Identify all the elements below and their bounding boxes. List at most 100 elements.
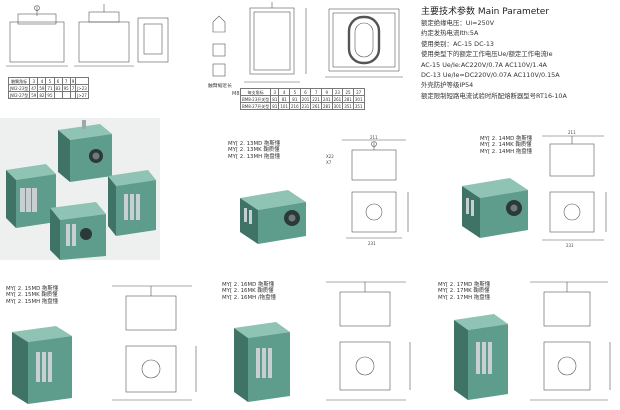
table-cell: 6: [299, 88, 312, 96]
table-cell: 281: [320, 102, 333, 110]
table-cell: 216: [289, 102, 301, 110]
table-cell: 231: [299, 102, 312, 110]
table-cell: 71: [45, 84, 55, 92]
dim-top: 211: [568, 130, 576, 135]
table-cell: 81: [278, 95, 290, 103]
product-photo-17: [448, 310, 520, 402]
model-list-14: MY[ 2. 14MD 拖斯懂 MY[ 2. 14MK 鞠质懂 MY[ 2. 1…: [480, 136, 532, 155]
drawing-17: [520, 272, 618, 406]
table-cell: 281: [342, 95, 354, 103]
top-left-drawing: [4, 4, 194, 79]
dim-side: X22: [326, 154, 334, 159]
table-cell: 83: [53, 84, 63, 92]
parameters-title: 主要技术参数 Main Parameter: [421, 7, 550, 17]
param-line: 额定限制短路电流试验时所配熔断器型号RT16-10A: [421, 91, 567, 100]
table-cell: 221: [310, 95, 322, 103]
table-cell: 每支角标: [239, 88, 272, 96]
param-line: DC-13 Ue/Ie=DC220V/0.07A AC110V/0.15A: [421, 71, 560, 80]
model-line: MY[ 2. 14MK 鞠质懂: [480, 142, 532, 149]
table-cell: JW2-27型: [7, 91, 31, 99]
side-icons: [204, 14, 234, 94]
figure-note: 触臂缩近长: [208, 84, 232, 89]
table-cell: 触臂角标: [7, 77, 31, 85]
product-photo-14: [452, 174, 542, 240]
parameters-list: 额定绝缘电压：Ui=250V 约定发热电流Ith:5A 使用类别：AC-15 D…: [421, 18, 617, 101]
table-cell: 25: [342, 88, 354, 96]
table-cell: 23: [331, 88, 344, 96]
param-line: 使用类型下的额定工作电压Ue/额定工作电流Ie: [421, 50, 553, 59]
param-line: 额定绝缘电压：Ui=250V: [421, 19, 495, 27]
table-cell: 7: [61, 77, 71, 85]
table-cell: 3: [29, 77, 39, 85]
table-cell: [61, 91, 71, 99]
model-list-13: MY[ 2. 13MD 拖斯懂 MY[ 2. 13MK 鞠质懂 MY[ 2. 1…: [228, 141, 280, 160]
table-cell: 95: [61, 84, 71, 92]
product-photo-13: [228, 184, 318, 246]
table-cell: 5: [289, 88, 301, 96]
param-line: 约定发热电流Ith:5A: [421, 29, 479, 38]
model-line: MY[ 2. 16MD 拖斯懂: [222, 282, 275, 288]
drawing-16: [306, 272, 424, 406]
product-photo-15: [6, 322, 86, 406]
table-cell: 81: [270, 95, 280, 103]
dim-top: 211: [370, 135, 378, 140]
table-cell: 351: [342, 102, 354, 110]
drawing-13: 211 231 X22 X7: [322, 134, 422, 246]
table-cell: 9: [320, 88, 333, 96]
model-line: MY[ 2. 16MH /拖盘懂: [222, 294, 276, 301]
product-photo-16: [228, 318, 302, 404]
table-cell: 4: [37, 77, 47, 85]
model-line: MY[ 2. 13MH 拖盘懂: [228, 153, 281, 160]
drawing-15: [92, 276, 210, 406]
table-cell: 81: [289, 95, 301, 103]
model-line: MY[ 2. 15MH 拖盘懂: [6, 298, 59, 305]
table-cell: 47: [29, 84, 39, 92]
model-list-17: MY[ 2. 17MD 拖斯懂 MY[ 2. 17MK 鞠质懂 MY[ 2. 1…: [438, 282, 490, 301]
model-line: MY[ 2. 14MH 拖盘懂: [480, 148, 533, 155]
table-cell: 4: [278, 88, 290, 96]
table-cell: J>23: [75, 84, 89, 92]
table-cell: 261: [331, 95, 344, 103]
model-line: MY[ 2. 17MD 拖斯懂: [438, 282, 491, 288]
param-line: 外壳防护等级IP54: [421, 81, 474, 90]
model-line: MY[ 2. 15MK 鞠质懂: [6, 292, 58, 299]
model-list-15: MY[ 2. 15MD 拖斯懂 MY[ 2. 15MK 鞠质懂 MY[ 2. 1…: [6, 286, 58, 305]
table-cell: 82: [37, 91, 47, 99]
table-cell: J>27: [75, 91, 89, 99]
top-middle-drawing: [240, 2, 320, 94]
table-cell: 95: [45, 91, 55, 99]
table-cell: [53, 91, 63, 99]
model-line: MY[ 2. 15MD 拖斯懂: [6, 286, 59, 292]
table-cell: 301: [352, 95, 365, 103]
table-cell: 81: [270, 102, 280, 110]
model-line: MY[ 2. 14MD 拖斯懂: [480, 136, 533, 142]
dim-bottom: 231: [566, 243, 574, 248]
table-cell: 5: [45, 77, 55, 85]
table-cell: 59: [29, 91, 39, 99]
model-line: MY[ 2. 17MK 鞠质懂: [438, 288, 490, 295]
table-cell: 27: [352, 88, 365, 96]
table-cell: 261: [310, 102, 322, 110]
table-cell: 301: [331, 102, 344, 110]
table-cell: BM8-27开关型: [239, 102, 272, 110]
table2-side-label: M8: [232, 91, 240, 97]
dim-bottom: 231: [368, 241, 376, 246]
top-oval-drawing: [323, 3, 413, 83]
drawing-14: 211 231: [528, 128, 618, 248]
table-cell: [75, 77, 89, 85]
table-cell: 7: [310, 88, 322, 96]
table-cell: 351: [352, 102, 365, 110]
model-line: MY[ 2. 17MH 拖盘懂: [438, 294, 491, 301]
model-line: MY[ 2. 13MK 鞠质懂: [228, 147, 280, 154]
table-cell: 6: [53, 77, 63, 85]
model-line: MY[ 2. 13MD 拖斯懂: [228, 141, 281, 147]
table-cell: 59: [37, 84, 47, 92]
